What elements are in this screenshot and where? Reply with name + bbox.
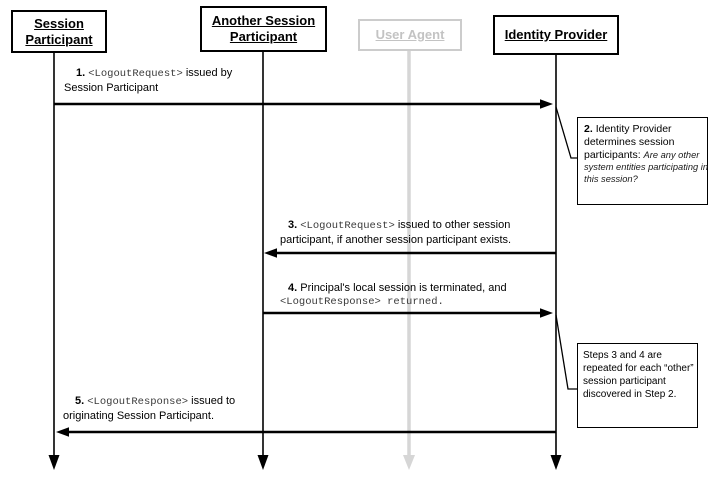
connector-note-step2 bbox=[555, 106, 577, 159]
step2-number: 2. bbox=[584, 123, 593, 135]
note-step2-question-part3: this session? bbox=[584, 173, 638, 184]
message-step4-line1: 4. Principal's local session is terminat… bbox=[288, 281, 507, 295]
actor-box-user-agent: User Agent bbox=[358, 19, 462, 51]
message-label-step3: 3. <LogoutRequest> issued to other sessi… bbox=[280, 218, 511, 247]
actor-label-another-session-participant: Another Session Participant bbox=[211, 13, 316, 44]
step1-logout-request-element: <LogoutRequest> bbox=[88, 68, 183, 80]
step5-text: issued to bbox=[191, 395, 236, 407]
note-step2-line2: determines session bbox=[584, 136, 675, 148]
message-step5-line1: 5. <LogoutResponse> issued to bbox=[75, 394, 235, 409]
note-repeat-line1: Steps 3 and 4 are bbox=[583, 350, 662, 361]
message-step3-line1: 3. <LogoutRequest> issued to other sessi… bbox=[288, 218, 511, 233]
note-step2-text1: Identity Provider bbox=[595, 123, 672, 135]
down-arrowhead-identity-provider bbox=[550, 455, 562, 470]
message-label-step4: 4. Principal's local session is terminat… bbox=[280, 281, 507, 309]
arrowhead-step3 bbox=[264, 248, 277, 258]
note-repeat-line3: session participant bbox=[583, 376, 666, 387]
note-repeat-line4: discovered in Step 2. bbox=[583, 389, 677, 400]
step5-logout-response-element: <LogoutResponse> bbox=[87, 396, 189, 408]
message-label-step5: 5. <LogoutResponse> issued to originatin… bbox=[63, 394, 235, 423]
down-arrowhead-user-agent bbox=[403, 455, 415, 470]
arrowhead-step1 bbox=[540, 99, 553, 109]
note-step2-question-part1: Are any other bbox=[643, 150, 700, 160]
note-step2-question-part2: system entities participating in bbox=[584, 162, 709, 172]
note-step2-text3: participants: bbox=[584, 149, 641, 161]
actor-label-user-agent: User Agent bbox=[375, 27, 445, 42]
note-box-step2: 2. Identity Provider determines session … bbox=[577, 117, 708, 205]
actor-box-another-session-participant: Another Session Participant bbox=[200, 6, 327, 52]
note-step2-line3: participants: Are any other bbox=[584, 149, 704, 162]
actor-box-identity-provider: Identity Provider bbox=[493, 15, 619, 55]
step1-number: 1. bbox=[76, 67, 86, 79]
note-box-repeat-steps: Steps 3 and 4 are repeated for each “oth… bbox=[577, 343, 698, 428]
down-arrowhead-session-participant bbox=[48, 455, 60, 470]
arrowhead-step4 bbox=[540, 308, 553, 318]
note-step2-line1: 2. Identity Provider bbox=[584, 123, 704, 136]
step3-text: issued to other session bbox=[397, 219, 511, 231]
step4-logout-response-element: <LogoutResponse> returned. bbox=[280, 296, 444, 308]
step1-text: issued by bbox=[185, 67, 233, 79]
step3-number: 3. bbox=[288, 219, 298, 231]
message-step1-line2: Session Participant bbox=[64, 82, 159, 94]
arrowhead-step5 bbox=[56, 427, 69, 437]
actor-box-session-participant: Session Participant bbox=[11, 10, 107, 53]
note-repeat-line2: repeated for each “other” bbox=[583, 363, 694, 374]
step4-text: Principal's local session is terminated,… bbox=[300, 282, 507, 294]
message-step5-line2: originating Session Participant. bbox=[63, 410, 215, 422]
message-label-step1: 1. <LogoutRequest> issued by Session Par… bbox=[64, 66, 232, 95]
actor-label-identity-provider: Identity Provider bbox=[504, 27, 608, 42]
message-step3-line2: participant, if another session particip… bbox=[280, 234, 512, 246]
actor-label-session-participant: Session Participant bbox=[25, 15, 93, 47]
down-arrowhead-another-session-participant bbox=[257, 455, 269, 470]
connector-note-repeat bbox=[555, 314, 577, 390]
message-step1-line1: 1. <LogoutRequest> issued by bbox=[76, 66, 232, 81]
step4-number: 4. bbox=[288, 282, 298, 294]
step3-logout-request-element: <LogoutRequest> bbox=[300, 220, 395, 232]
step5-number: 5. bbox=[75, 395, 85, 407]
